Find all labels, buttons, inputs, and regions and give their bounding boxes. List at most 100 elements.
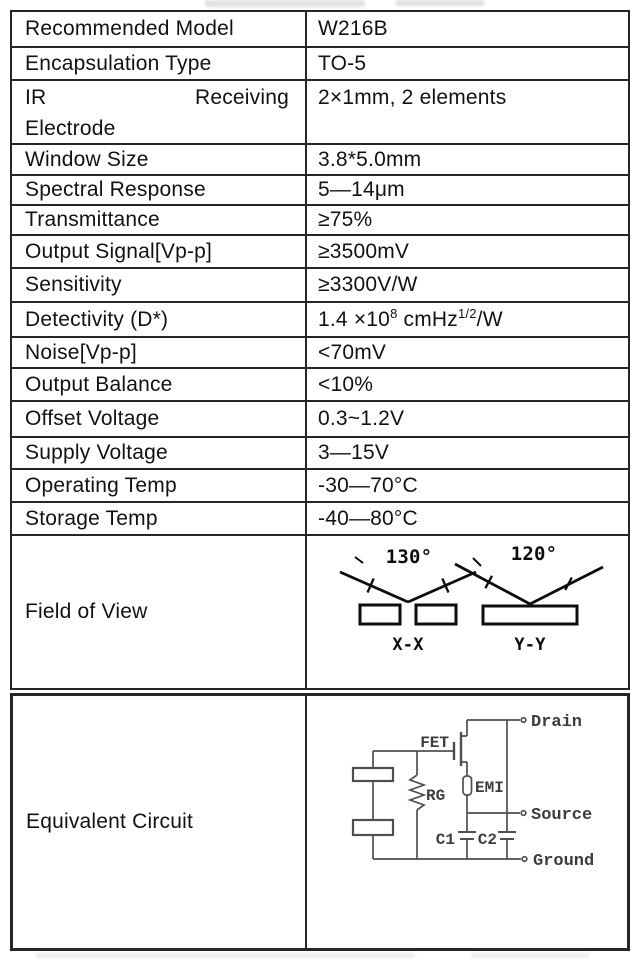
xx-axis-caption: X-X	[392, 635, 424, 655]
spec-label: Equivalent Circuit	[13, 696, 307, 948]
label-text: Supply Voltage	[25, 441, 168, 464]
row-sensitivity: Sensitivity ≥3300V/W	[12, 267, 628, 301]
spec-value: -40—80°C	[307, 507, 628, 531]
xx-element-left	[358, 603, 402, 626]
value-text: ≥75%	[318, 208, 373, 231]
value-text: -30—70°C	[318, 473, 418, 497]
spec-label: Offset Voltage	[12, 402, 307, 436]
rg-resistor-zigzag	[407, 774, 427, 811]
row-output-signal: Output Signal[Vp-p] ≥3500mV	[12, 234, 628, 267]
row-output-balance: Output Balance <10%	[12, 367, 628, 400]
value-text: -40—80°C	[318, 506, 418, 530]
spec-value: 3—15V	[307, 441, 628, 465]
row-recommended-model: Recommended Model W216B	[12, 12, 628, 46]
value-text: ≥3500mV	[318, 239, 410, 263]
yy-element	[481, 604, 579, 626]
row-field-of-view: Field of View 130° 120° X	[12, 534, 628, 688]
emi-component	[462, 775, 473, 796]
value-text: <70mV	[318, 340, 387, 364]
spec-label: IR Receiving Electrode	[12, 81, 307, 143]
yy-angle-label: 120°	[511, 543, 558, 565]
spec-label: Supply Voltage	[12, 438, 307, 468]
label-line-1: IR Receiving	[25, 82, 305, 113]
label-text: Output Balance	[25, 372, 173, 396]
spec-label: Storage Temp	[12, 503, 307, 534]
yy-arc-dash	[472, 557, 482, 567]
fet-label: FET	[420, 734, 449, 752]
value-text: <10%	[318, 372, 374, 396]
spec-label: Noise[Vp-p]	[12, 338, 307, 367]
value-text: 1.4 ×10	[318, 307, 391, 331]
label-text: Spectral Response	[25, 178, 206, 201]
value-text: TO-5	[318, 51, 367, 75]
label-text: Encapsulation Type	[25, 51, 212, 75]
row-spectral-response: Spectral Response 5—14μm	[12, 174, 628, 204]
ground-terminal	[521, 855, 528, 863]
xx-element-right	[414, 603, 458, 626]
label-text: Recommended Model	[25, 17, 234, 40]
label-text: Equivalent Circuit	[26, 810, 194, 833]
c2-capacitor-plates	[498, 831, 516, 840]
equivalent-circuit-diagram: FET RG EMI C1 C2 Drain Source Ground	[307, 696, 628, 948]
spec-label: Operating Temp	[12, 470, 307, 501]
label-text: Field of View	[25, 600, 148, 623]
yy-beam-lines	[454, 562, 604, 606]
label-text: Transmittance	[25, 208, 160, 231]
equivalent-circuit-table: Equivalent Circuit	[10, 693, 630, 951]
c1-label: C1	[436, 831, 455, 849]
label-line-2: Electrode	[25, 117, 116, 140]
field-of-view-diagram: 130° 120° X-X Y-Y	[307, 536, 628, 688]
yy-axis-caption: Y-Y	[514, 635, 546, 655]
spec-value: 1.4 ×108 cmHz1/2/W	[307, 305, 628, 332]
spec-value: ≥3300V/W	[307, 273, 628, 297]
row-window-size: Window Size 3.8*5.0mm	[12, 143, 628, 174]
spec-label: Spectral Response	[12, 176, 307, 204]
spec-table: Recommended Model W216B Encapsulation Ty…	[10, 10, 630, 690]
row-ir-receiving-electrode: IR Receiving Electrode 2×1mm, 2 elements	[12, 79, 628, 143]
spec-value: 5—14μm	[307, 178, 628, 202]
label-word-receiving: Receiving	[194, 86, 289, 109]
value-text: 3—15V	[318, 441, 390, 464]
scan-artifact-bottom-1	[35, 953, 415, 958]
field-of-view-svg: 130° 120° X-X Y-Y	[339, 543, 604, 655]
equivalent-circuit-svg: FET RG EMI C1 C2 Drain Source Ground	[351, 713, 594, 871]
label-text: Detectivity (D*)	[25, 307, 169, 331]
scan-artifact-bottom-2	[470, 953, 590, 958]
spec-label: Field of View	[12, 536, 307, 688]
label-text: Sensitivity	[25, 273, 122, 296]
spec-value: 2×1mm, 2 elements	[307, 81, 628, 113]
spec-value: W216B	[307, 17, 628, 41]
pyro-element-bottom	[351, 818, 395, 837]
source-label: Source	[531, 806, 592, 825]
c2-label: C2	[478, 831, 497, 849]
value-superscript-8: 8	[390, 305, 398, 321]
spec-value: <10%	[307, 373, 628, 397]
xx-beam-lines	[339, 570, 477, 604]
xx-arc-dash	[354, 556, 364, 564]
spec-value: <70mV	[307, 341, 628, 365]
row-transmittance: Transmittance ≥75%	[12, 204, 628, 234]
drain-wire	[461, 719, 520, 737]
xx-tick-marks	[366, 578, 450, 593]
emi-label: EMI	[475, 779, 504, 797]
value-text: ≥3300V/W	[318, 273, 418, 296]
label-text: Operating Temp	[25, 473, 177, 497]
spec-label: Detectivity (D*)	[12, 303, 307, 336]
rg-label: RG	[426, 787, 445, 805]
spec-value: -30—70°C	[307, 474, 628, 498]
pyro-element-top	[351, 766, 395, 783]
spec-value: ≥75%	[307, 208, 628, 232]
row-detectivity: Detectivity (D*) 1.4 ×108 cmHz1/2/W	[12, 301, 628, 336]
row-supply-voltage: Supply Voltage 3—15V	[12, 436, 628, 468]
label-text: Storage Temp	[25, 506, 158, 530]
value-text: 5—14μm	[318, 178, 405, 201]
spec-value: 3.8*5.0mm	[307, 148, 628, 172]
spec-value: 0.3~1.2V	[307, 407, 628, 431]
spec-label: Transmittance	[12, 206, 307, 234]
value-text: cmHz	[397, 307, 458, 331]
row-operating-temp: Operating Temp -30—70°C	[12, 468, 628, 501]
spec-label: Output Balance	[12, 369, 307, 400]
source-wire-lower	[466, 795, 520, 814]
spec-value: TO-5	[307, 52, 628, 76]
source-terminal	[520, 809, 527, 817]
